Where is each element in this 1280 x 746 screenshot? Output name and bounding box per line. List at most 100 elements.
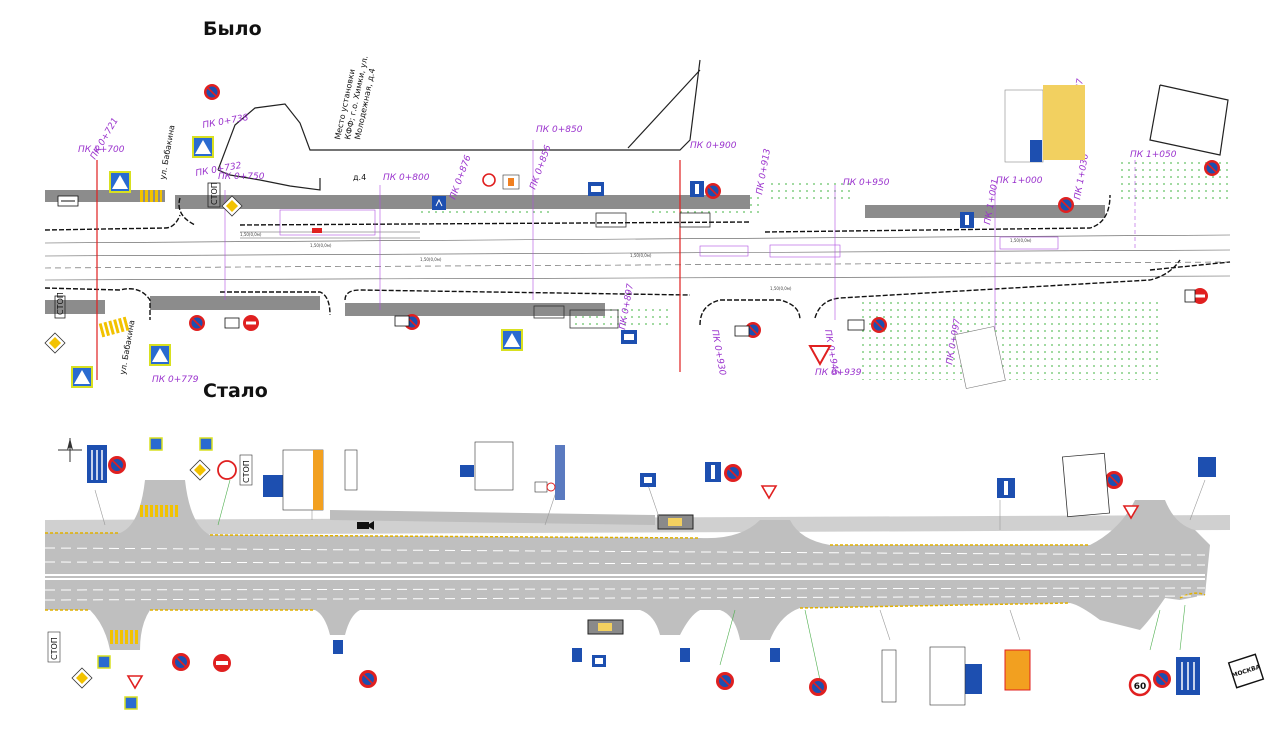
crosswalk-sign-icon xyxy=(149,344,171,366)
info-sign-icon xyxy=(621,330,637,344)
stop-marking: СТОП СТОП xyxy=(54,182,221,319)
lane-direction-sign-icon xyxy=(1176,657,1200,695)
before-signs xyxy=(44,84,1220,389)
pk-label: ПК 0+900 xyxy=(690,141,737,151)
dim-label: 1,50(0,0м) xyxy=(310,243,332,248)
no-stopping-sign-icon xyxy=(1153,670,1171,688)
crosswalk-sign-icon xyxy=(199,437,213,451)
lane-direction-sign-icon xyxy=(87,445,107,483)
crosswalk xyxy=(140,190,162,202)
before-plan: 1,50(0,0м) 1,50(0,0м) 1,50(0,0м) 1,50(0,… xyxy=(44,55,1231,389)
pk-label: ПК 0+738 xyxy=(202,113,250,131)
pk-label: ПК 0+950 xyxy=(843,178,890,188)
after-signs: СТОП СТОП xyxy=(47,437,1265,710)
crosswalk-sign-icon xyxy=(192,136,214,158)
traffic-light-icon xyxy=(312,174,520,233)
no-entry-sign-icon xyxy=(243,315,259,331)
camera-icon xyxy=(357,521,374,530)
pk-label: ПК 1+001 xyxy=(983,178,1001,225)
yield-sign-icon xyxy=(808,345,832,367)
no-stopping-sign-icon xyxy=(1058,197,1074,213)
no-stopping-sign-icon xyxy=(716,672,734,690)
crosswalk xyxy=(98,316,130,338)
crosswalk-sign-icon xyxy=(149,437,163,451)
crosswalk-sign-icon xyxy=(97,655,111,669)
bus-stop-icon xyxy=(533,305,565,319)
yield-sign-icon xyxy=(1122,505,1140,520)
no-stopping-sign-icon xyxy=(359,670,377,688)
bus-sign-icon xyxy=(770,648,780,662)
bus-sign-icon xyxy=(572,648,582,662)
no-stopping-sign-icon xyxy=(705,183,721,199)
info-plate-icon xyxy=(344,449,358,491)
speed-limit-sign-icon: 60 xyxy=(1128,673,1152,697)
no-stopping-sign-icon xyxy=(189,315,205,331)
crosswalk-sign-icon xyxy=(109,171,131,193)
crosswalk-sign-icon xyxy=(71,366,93,388)
pk-label: ПК 0+700 xyxy=(78,145,125,155)
bus-sign-icon xyxy=(997,478,1015,498)
after-heading: Стало xyxy=(203,380,268,402)
priority-road-sign-icon xyxy=(221,195,243,217)
dim-label: 1,50(0,0м) xyxy=(240,232,262,237)
info-plate-icon xyxy=(954,326,1006,389)
dim-label: 1,50(0,0м) xyxy=(630,253,652,258)
bus-sign-icon xyxy=(592,655,606,667)
yield-sign-icon xyxy=(126,675,144,690)
pk-label: ПК 0+856 xyxy=(528,144,553,191)
no-stopping-sign-icon xyxy=(1204,160,1220,176)
green-leader-lines xyxy=(217,479,1186,681)
yield-sign-icon xyxy=(760,485,778,500)
lane-direction-sign-icon xyxy=(962,664,982,694)
info-sign-icon xyxy=(690,181,704,197)
bus-stop-plate-icon xyxy=(657,514,694,530)
stop-text: СТОП xyxy=(242,460,251,483)
no-stopping-sign-icon xyxy=(809,678,827,696)
pk-label: ПК 0+930 xyxy=(709,329,727,377)
info-plate-icon xyxy=(460,441,514,491)
before-heading: Было xyxy=(203,18,262,40)
sidewalk-strip xyxy=(330,510,655,525)
crosswalk xyxy=(140,505,180,517)
bus-sign-icon xyxy=(680,648,690,662)
pk-labels: ПК 0+700 ПК 0+750 ПК 0+800 ПК 0+850 ПК 0… xyxy=(78,125,1177,378)
compass-icon xyxy=(58,438,82,462)
roadway xyxy=(45,480,1210,650)
turn-restriction-sign-icon xyxy=(482,173,496,187)
no-entry-sign-icon xyxy=(1192,288,1208,304)
arrow-plaque-icon xyxy=(847,319,865,331)
sidewalks xyxy=(45,190,1105,316)
curbs xyxy=(44,194,1231,326)
info-board-icon xyxy=(1004,85,1085,163)
crosswalk-sign-icon xyxy=(124,696,138,710)
speed-limit-text: 60 xyxy=(1134,682,1147,692)
arrow-plaque-icon xyxy=(1184,289,1196,303)
bus-sign-icon xyxy=(333,640,343,654)
after-plan: СТОП СТОП xyxy=(44,437,1265,710)
city-sign-icon: МОСКВА xyxy=(1227,653,1265,689)
pk-label: ПК 0+850 xyxy=(536,125,583,135)
lane-markings xyxy=(44,547,1206,601)
crosswalk-sign-icon xyxy=(501,329,523,351)
bus-sign-icon xyxy=(705,462,721,482)
pk-label: ПК 0+779 xyxy=(152,375,199,385)
house-number: д.4 xyxy=(353,173,366,182)
direction-board-icon xyxy=(881,649,897,703)
arrow-plaque-icon xyxy=(734,325,750,337)
info-sign-icon xyxy=(588,182,604,196)
direction-board-icon xyxy=(263,449,324,511)
pk-label: ПК 0+800 xyxy=(383,173,430,183)
dim-label: 1,50(0,0м) xyxy=(1010,238,1032,243)
lane-lines xyxy=(44,231,1231,281)
no-stopping-sign-icon xyxy=(172,653,190,671)
no-stopping-sign-icon xyxy=(1105,471,1123,489)
info-sign-icon xyxy=(432,196,446,210)
pk-leader-lines xyxy=(224,140,1136,330)
stop-sign-icon: СТОП СТОП xyxy=(47,454,253,663)
lane-dimensions: 1,50(0,0м) 1,50(0,0м) 1,50(0,0м) 1,50(0,… xyxy=(240,232,1032,291)
stop-text: СТОП xyxy=(50,637,59,660)
stop-text: СТОП xyxy=(210,182,219,205)
pk-label: ПК 0+876 xyxy=(448,154,473,201)
direction-board-icon xyxy=(1198,457,1216,477)
